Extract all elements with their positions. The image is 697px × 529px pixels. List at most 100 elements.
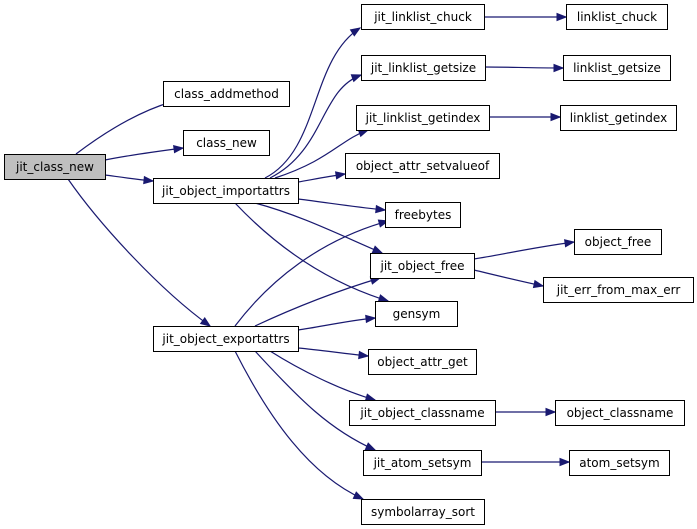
node-jit-linklist-getsize[interactable]: jit_linklist_getsize: [361, 55, 486, 81]
node-jit-atom-setsym[interactable]: jit_atom_setsym: [363, 450, 482, 476]
node-label: jit_object_classname: [359, 406, 484, 420]
arrowhead-icon: [377, 294, 390, 303]
node-jit-object-free[interactable]: jit_object_free: [370, 253, 475, 279]
node-box[interactable]: [153, 178, 299, 204]
node-label: object_attr_setvalueof: [356, 159, 490, 173]
node-object-attr-setvalueof[interactable]: object_attr_setvalueof: [345, 153, 500, 179]
node-linklist-getindex[interactable]: linklist_getindex: [560, 105, 677, 131]
node-linklist-getsize[interactable]: linklist_getsize: [563, 55, 671, 81]
arrowhead-icon: [532, 279, 545, 289]
node-atom-setsym[interactable]: atom_setsym: [569, 450, 670, 476]
call-edge: [254, 350, 376, 451]
node-label: linklist_chuck: [577, 10, 657, 24]
arrowhead-icon: [358, 350, 370, 360]
arrowhead-icon: [375, 204, 387, 214]
node-box[interactable]: [543, 277, 694, 303]
arrowhead-icon: [199, 317, 212, 327]
call-edge: [254, 202, 383, 254]
node-label: jit_class_new: [15, 160, 94, 174]
node-object-attr-get[interactable]: object_attr_get: [368, 349, 477, 375]
node-object-free[interactable]: object_free: [574, 229, 662, 255]
node-linklist-chuck[interactable]: linklist_chuck: [566, 4, 668, 30]
node-label: freebytes: [395, 208, 452, 222]
node-label: linklist_getindex: [570, 111, 667, 125]
node-jit-object-importattrs[interactable]: jit_object_importattrs: [153, 178, 299, 204]
node-box[interactable]: [370, 253, 475, 279]
node-box[interactable]: [375, 301, 458, 327]
node-jit-err-from-max-err[interactable]: jit_err_from_max_err: [543, 277, 694, 303]
node-box[interactable]: [361, 4, 485, 30]
call-graph-nodes: jit_class_newclass_addmethodclass_newjit…: [4, 4, 694, 525]
node-gensym[interactable]: gensym: [375, 301, 458, 327]
call-edge: [269, 350, 376, 401]
arrowhead-icon: [556, 12, 568, 22]
node-box[interactable]: [163, 81, 290, 107]
node-label: gensym: [393, 307, 441, 321]
call-edge: [234, 202, 389, 302]
call-edge: [67, 178, 211, 327]
node-class-new[interactable]: class_new: [183, 130, 270, 156]
node-box[interactable]: [356, 105, 490, 131]
arrowhead-icon: [371, 245, 384, 254]
node-label: atom_setsym: [579, 456, 659, 470]
call-edge: [269, 74, 362, 179]
node-label: jit_object_importattrs: [161, 184, 290, 198]
arrowhead-icon: [564, 239, 576, 248]
node-symbolarray-sort[interactable]: symbolarray_sort: [361, 499, 485, 525]
call-edge: [473, 241, 575, 260]
node-label: object_classname: [567, 406, 674, 420]
node-box[interactable]: [555, 400, 685, 426]
node-label: class_addmethod: [174, 87, 279, 101]
arrowhead-icon: [352, 491, 365, 500]
node-box[interactable]: [566, 4, 668, 30]
node-label: jit_object_exportattrs: [161, 332, 289, 346]
node-box[interactable]: [153, 326, 299, 352]
arrowhead-icon: [350, 74, 363, 83]
call-edge: [473, 269, 544, 287]
call-edge: [75, 101, 172, 155]
node-label: class_new: [196, 136, 257, 150]
node-box[interactable]: [361, 55, 486, 81]
arrowhead-icon: [173, 145, 185, 154]
node-box[interactable]: [368, 349, 477, 375]
node-label: jit_object_free: [379, 259, 464, 273]
node-box[interactable]: [361, 499, 485, 525]
node-jit-object-exportattrs[interactable]: jit_object_exportattrs: [153, 326, 299, 352]
node-box[interactable]: [183, 130, 270, 156]
node-jit-object-classname[interactable]: jit_object_classname: [349, 400, 496, 426]
node-class-addmethod[interactable]: class_addmethod: [163, 81, 290, 107]
node-freebytes[interactable]: freebytes: [385, 202, 461, 228]
call-edge: [104, 147, 184, 161]
call-edge: [254, 277, 381, 327]
node-box[interactable]: [563, 55, 671, 81]
node-label: jit_linklist_getindex: [365, 111, 481, 125]
node-box[interactable]: [385, 202, 461, 228]
call-edge: [297, 347, 369, 357]
arrowhead-icon: [143, 175, 155, 185]
call-graph-edges: [67, 12, 576, 500]
node-box[interactable]: [363, 450, 482, 476]
node-box[interactable]: [349, 400, 496, 426]
call-edge: [264, 27, 361, 179]
node-label: symbolarray_sort: [371, 505, 475, 519]
node-object-classname[interactable]: object_classname: [555, 400, 685, 426]
node-label: jit_atom_setsym: [373, 456, 472, 470]
node-label: jit_linklist_chuck: [373, 10, 472, 24]
arrowhead-icon: [365, 314, 377, 324]
call-edge: [234, 350, 364, 500]
arrowhead-icon: [545, 407, 557, 417]
node-box[interactable]: [4, 154, 106, 180]
node-jit-class-new[interactable]: jit_class_new: [4, 154, 106, 180]
node-label: object_free: [585, 235, 652, 249]
arrowhead-icon: [364, 442, 377, 451]
node-label: linklist_getsize: [573, 61, 661, 75]
node-jit-linklist-chuck[interactable]: jit_linklist_chuck: [361, 4, 485, 30]
node-box[interactable]: [569, 450, 670, 476]
arrowhead-icon: [559, 457, 571, 467]
node-box[interactable]: [560, 105, 677, 131]
node-box[interactable]: [574, 229, 662, 255]
call-edge: [234, 220, 389, 327]
node-box[interactable]: [345, 153, 500, 179]
node-jit-linklist-getindex[interactable]: jit_linklist_getindex: [356, 105, 490, 131]
